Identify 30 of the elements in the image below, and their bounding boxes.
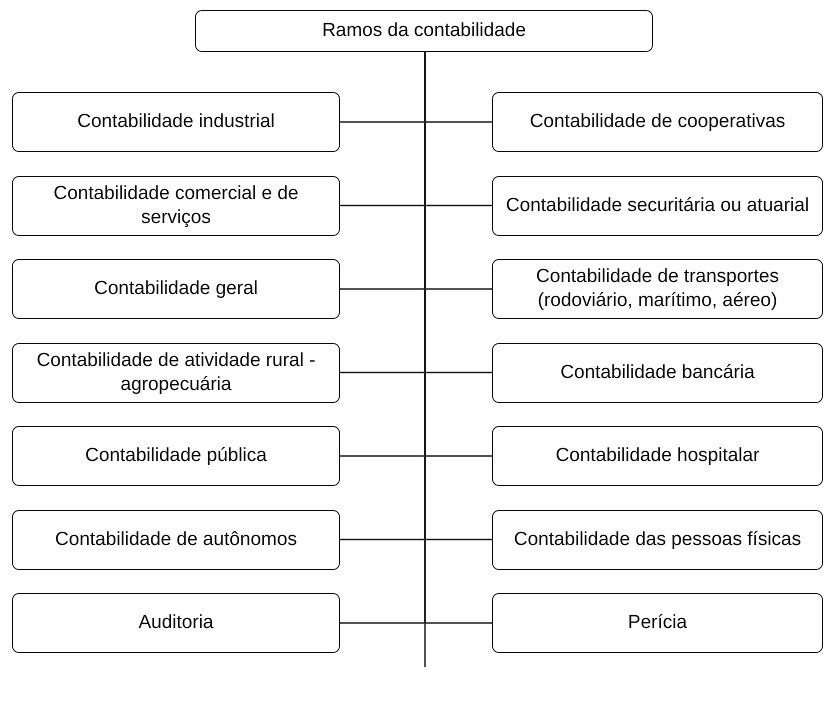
branch-box [492,259,823,319]
branch-box [12,426,340,486]
branch-box [492,593,823,653]
box-label: Contabilidade de atividade rural - agropecuária [36,348,316,396]
box-label: Contabilidade pública [85,444,267,468]
box-label: Contabilidade de cooperativas [530,110,786,134]
box-label: Auditoria [138,611,214,635]
box-label: Contabilidade bancária [560,360,755,384]
box-label: Contabilidade securitária ou atuarial [506,194,810,218]
box-label: Perícia [628,611,688,635]
branch-box [12,176,340,236]
box-label: Contabilidade geral [94,277,258,301]
box-label: Contabilidade de autônomos [55,528,297,552]
box-label: Contabilidade de transportes (rodoviário, marítimo, aéreo) [535,265,780,313]
branch-box [492,176,823,236]
root-box [195,10,653,52]
box-label: Contabilidade industrial [77,110,275,134]
branch-box [12,342,340,402]
branch-box [492,342,823,402]
box-label: Contabilidade comercial e de serviços [52,182,300,230]
box-label: Ramos da contabilidade [322,19,526,43]
box-label: Contabilidade hospitalar [556,444,760,468]
branch-box [492,426,823,486]
branch-box [12,92,340,152]
branch-box [12,510,340,570]
branch-box [12,593,340,653]
box-label: Contabilidade das pessoas físicas [514,528,802,552]
branch-box [492,510,823,570]
branch-box [12,259,340,319]
branch-box [492,92,823,152]
